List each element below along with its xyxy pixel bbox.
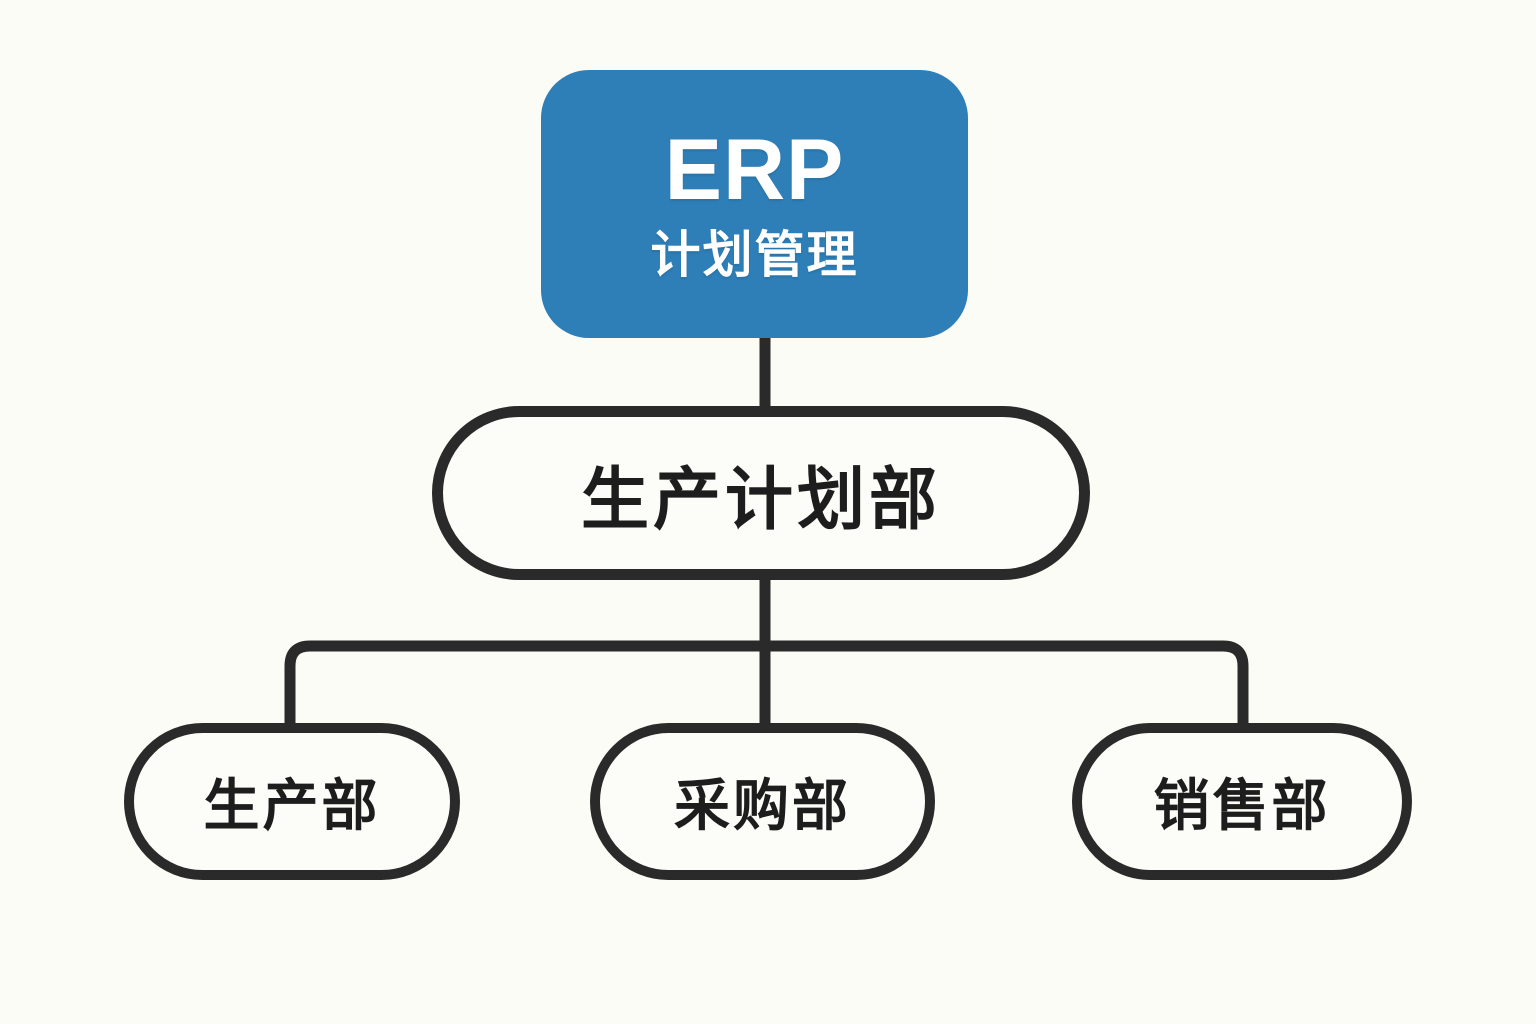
node-leaf-2-label: 销售部 [1153,774,1331,837]
node-production-dept[interactable]: 生产部 [124,723,460,880]
node-level2-label: 生产计划部 [580,461,941,538]
node-purchasing-dept[interactable]: 采购部 [590,723,935,880]
node-production-planning-dept[interactable]: 生产计划部 [432,406,1090,580]
node-sales-dept[interactable]: 销售部 [1072,723,1412,880]
edge-bus-to-leaf-2 [765,640,1249,727]
node-leaf-0-label: 生产部 [203,774,381,837]
edge-bus-to-leaf-0 [284,640,765,727]
node-leaf-1-label: 采购部 [674,774,851,837]
node-erp-root[interactable]: ERP 计划管理 [541,70,968,338]
root-subtitle-label: 计划管理 [650,226,859,283]
root-acronym-label: ERP [664,121,845,218]
